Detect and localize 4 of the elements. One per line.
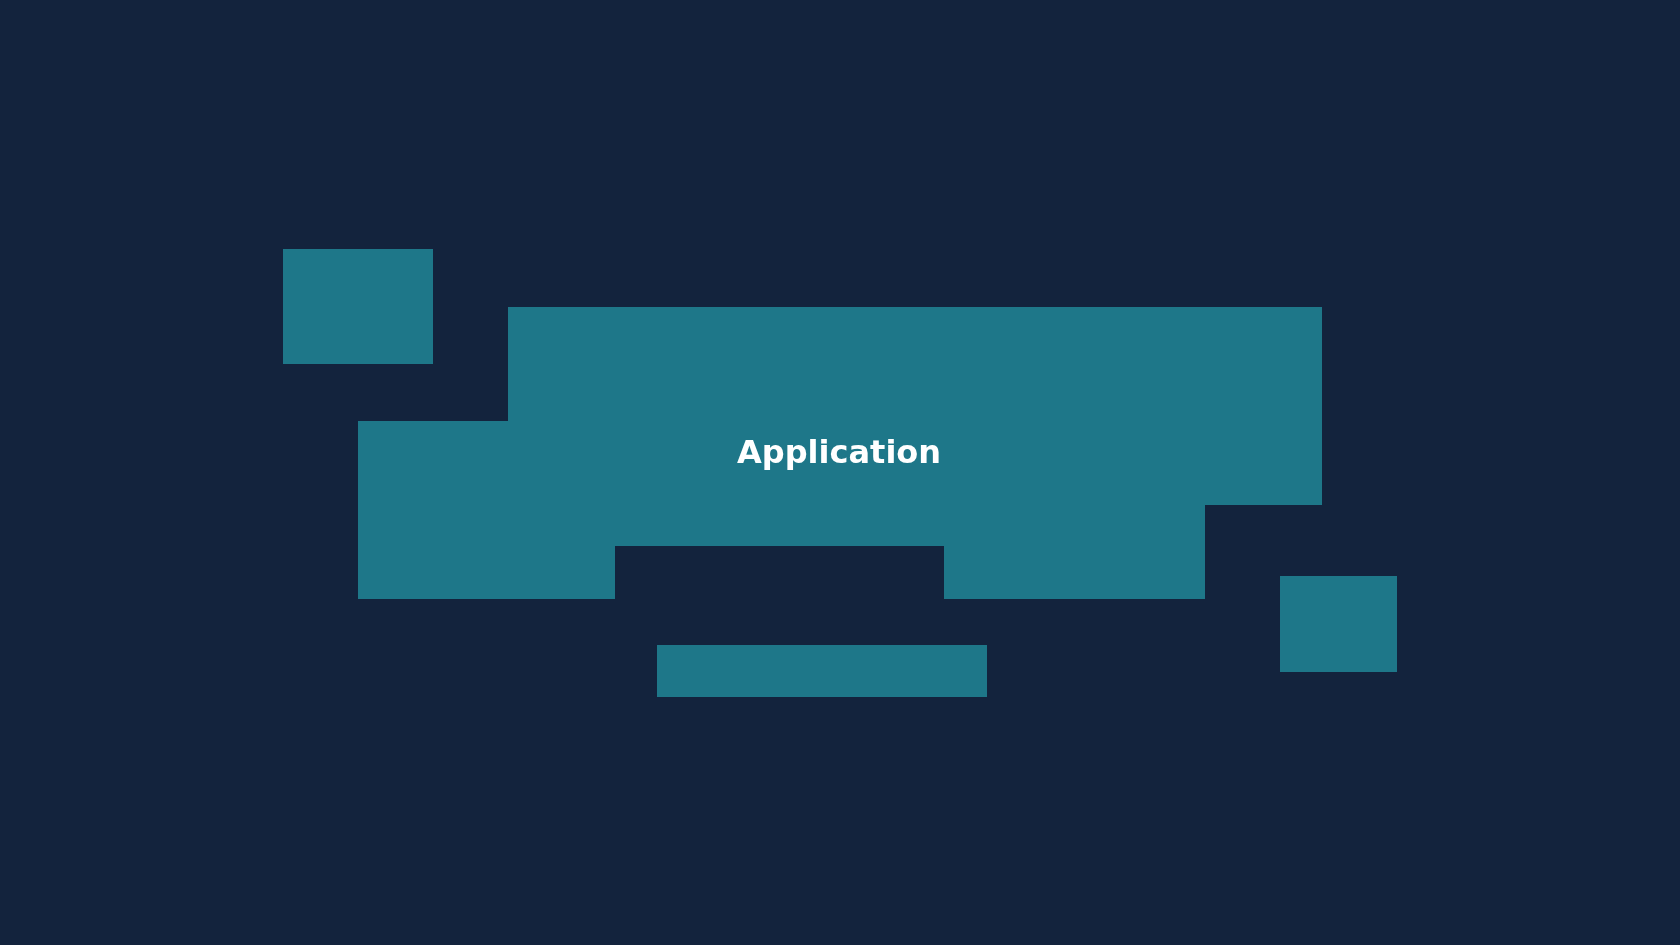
block-box [283,249,433,364]
block-box [1280,576,1397,672]
block-bar [657,645,987,697]
block-label: Application [737,433,942,471]
